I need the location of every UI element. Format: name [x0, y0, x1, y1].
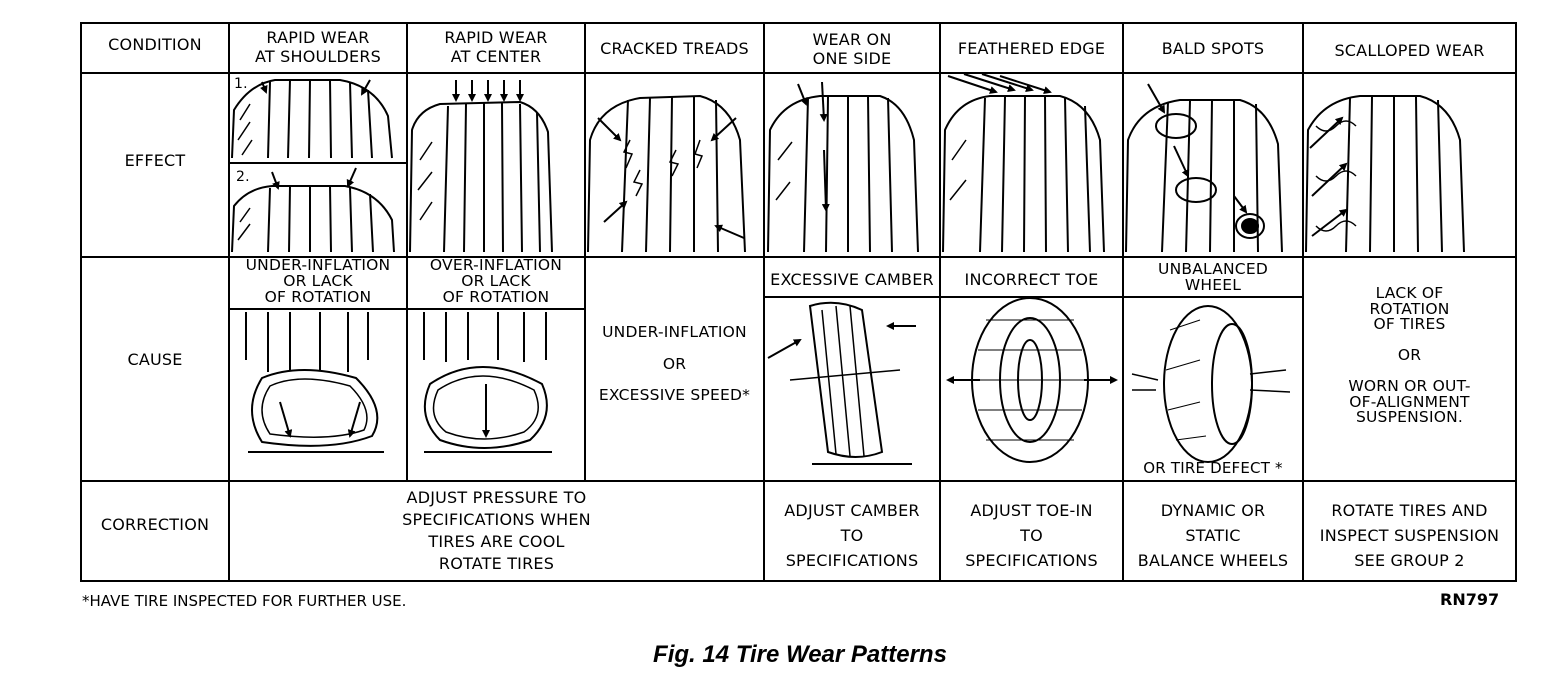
cause-scalloped: LACK OF ROTATION OF TIRES OR WORN OR OUT…	[1348, 284, 1471, 426]
footnote: *HAVE TIRE INSPECTED FOR FURTHER USE.	[82, 592, 407, 610]
cause-toe: INCORRECT TOE	[964, 270, 1099, 289]
effect-marker-1: 1.	[234, 76, 248, 92]
effect-shoulders-2-drawing	[231, 167, 395, 253]
figure-caption: Fig. 14 Tire Wear Patterns	[653, 641, 947, 668]
condition-cracked: CRACKED TREADS	[600, 39, 749, 58]
cause-unbalanced: UNBALANCED WHEEL	[1158, 260, 1268, 294]
cause-toe-drawing	[946, 297, 1118, 463]
cause-unbalanced-drawing	[1131, 305, 1291, 463]
correction-camber: ADJUST CAMBER TO SPECIFICATIONS	[784, 501, 920, 570]
row-label-condition: CONDITION	[108, 35, 202, 54]
figure-code: RN797	[1440, 590, 1500, 609]
effect-shoulders-1-drawing	[231, 79, 393, 159]
effect-marker-2: 2.	[236, 169, 250, 185]
condition-shoulders: RAPID WEAR AT SHOULDERS	[254, 28, 382, 66]
condition-scalloped: SCALLOPED WEAR	[1334, 41, 1485, 60]
cause-tire-defect-note: OR TIRE DEFECT *	[1143, 459, 1283, 477]
cause-under-inflation-drawing	[245, 312, 384, 453]
effect-center-drawing	[409, 80, 553, 253]
table-grid	[80, 22, 1517, 582]
cause-camber-drawing	[767, 301, 916, 465]
row-label-cause: CAUSE	[127, 350, 183, 369]
correction-rotate: ROTATE TIRES AND INSPECT SUSPENSION SEE …	[1319, 501, 1500, 570]
condition-center: RAPID WEAR AT CENTER	[444, 28, 548, 66]
cause-under-inflation: UNDER-INFLATION OR LACK OF ROTATION	[245, 256, 391, 306]
condition-bald: BALD SPOTS	[1161, 39, 1265, 58]
effect-scalloped-drawing	[1305, 95, 1465, 253]
correction-pressure: ADJUST PRESSURE TO SPECIFICATIONS WHEN T…	[402, 488, 591, 574]
effect-feathered-drawing	[942, 73, 1105, 253]
effect-cracked-drawing	[587, 94, 746, 253]
correction-balance: DYNAMIC OR STATIC BALANCE WHEELS	[1137, 501, 1289, 570]
row-label-effect: EFFECT	[124, 151, 186, 170]
row-label-correction: CORRECTION	[100, 515, 210, 534]
cause-cracked: UNDER-INFLATION OR EXCESSIVE SPEED*	[598, 323, 751, 405]
effect-bald-spots-drawing	[1125, 83, 1283, 253]
cause-camber: EXCESSIVE CAMBER	[770, 270, 934, 289]
condition-feathered: FEATHERED EDGE	[957, 39, 1106, 58]
correction-toe: ADJUST TOE-IN TO SPECIFICATIONS	[965, 501, 1098, 570]
cause-over-inflation-drawing	[423, 312, 552, 453]
cause-over-inflation: OVER-INFLATION OR LACK OF ROTATION	[429, 256, 563, 306]
effect-one-side-drawing	[767, 81, 919, 253]
condition-one-side: WEAR ON ONE SIDE	[812, 30, 892, 68]
